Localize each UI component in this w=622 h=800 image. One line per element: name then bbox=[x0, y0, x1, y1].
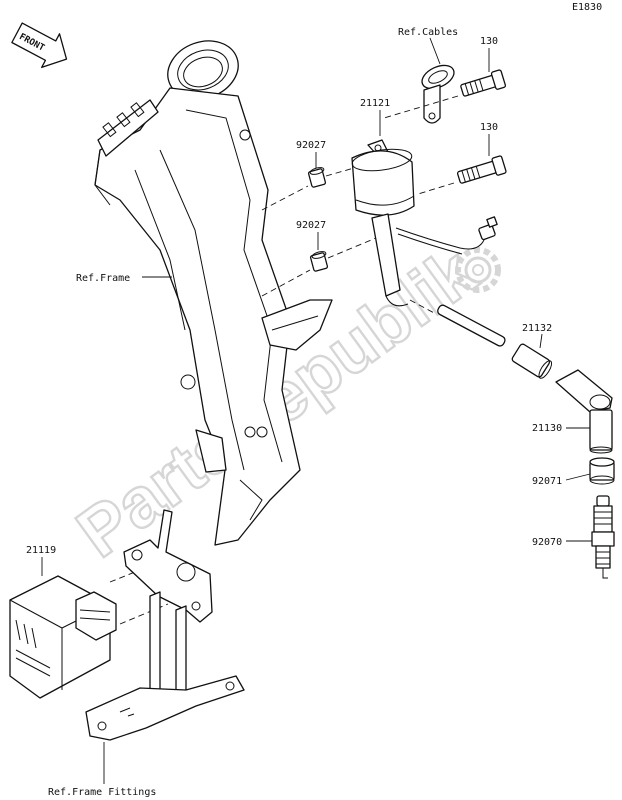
mounting-bracket bbox=[85, 509, 245, 741]
collar-92027-top bbox=[307, 167, 327, 188]
bolt-130-top-label: 130 bbox=[480, 36, 498, 47]
cap-insert-21132 bbox=[511, 343, 553, 379]
ref-frame-fittings-label: Ref.Frame Fittings bbox=[48, 787, 156, 798]
diagram-code: E1830 bbox=[572, 2, 602, 13]
frame bbox=[94, 40, 333, 546]
cap-21132-label: 21132 bbox=[522, 323, 552, 334]
bolt-130-mid bbox=[456, 155, 507, 184]
ref-cables-label: Ref.Cables bbox=[398, 27, 458, 38]
collar-92027-bottom-label: 92027 bbox=[296, 220, 326, 231]
plug-92070-label: 92070 bbox=[532, 537, 562, 548]
collar-92027-top-label: 92027 bbox=[296, 140, 326, 151]
cap-21130-label: 21130 bbox=[532, 423, 562, 434]
cable-clamp bbox=[421, 64, 455, 124]
cdi-unit-21119 bbox=[9, 575, 117, 699]
bolt-130-mid-label: 130 bbox=[480, 122, 498, 133]
collar-92027-bottom bbox=[309, 251, 329, 272]
plug-cap-21130 bbox=[555, 369, 613, 454]
washer-92071 bbox=[589, 457, 615, 485]
washer-92071-label: 92071 bbox=[532, 476, 562, 487]
gear-icon bbox=[455, 247, 501, 293]
ht-cable bbox=[437, 304, 506, 347]
ignition-coil bbox=[351, 139, 498, 307]
unit-21119-label: 21119 bbox=[26, 545, 56, 556]
bolt-130-top bbox=[460, 69, 507, 97]
ref-frame-label: Ref.Frame bbox=[76, 273, 130, 284]
coil-21121-label: 21121 bbox=[360, 98, 390, 109]
front-arrow-icon: FRONT bbox=[11, 22, 68, 69]
spark-plug-92070 bbox=[591, 495, 615, 579]
